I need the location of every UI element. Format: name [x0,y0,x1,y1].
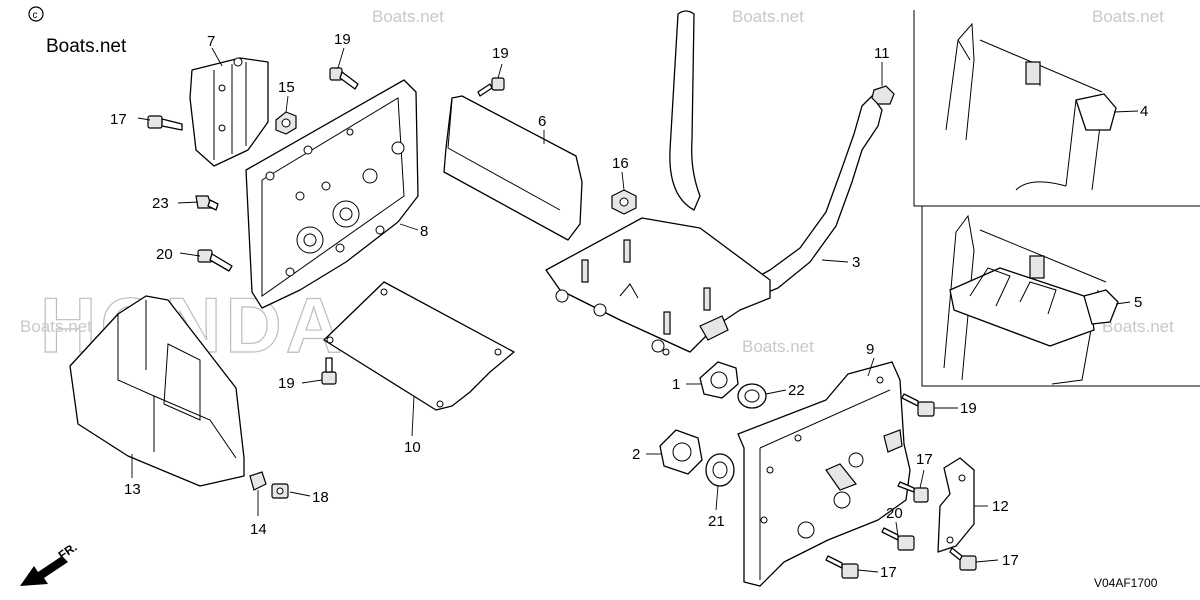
callout-15[interactable]: 15 [278,79,295,96]
part-2-bushing[interactable] [659,429,703,475]
callout-8[interactable]: 8 [420,223,428,240]
part-11-nut[interactable] [871,85,895,105]
callout-5[interactable]: 5 [1134,294,1142,311]
watermark-text: Boats.net [1092,7,1164,26]
part-20-bolt[interactable] [881,527,915,551]
callout-19[interactable]: 19 [278,375,295,392]
callout-14[interactable]: 14 [250,521,267,538]
part-9-side-plate[interactable] [737,361,911,587]
watermark-text: Boats.net [742,337,814,356]
callout-17[interactable]: 17 [1002,552,1019,569]
part-4-handle-frame[interactable] [945,22,1117,191]
inset-assembly-box [913,10,1200,387]
callout-19[interactable]: 19 [334,31,351,48]
part-12-bracket[interactable] [937,457,975,553]
part-15-nut[interactable] [275,111,297,135]
part-17-bolt[interactable] [825,555,859,579]
callout-7[interactable]: 7 [207,33,215,50]
watermark-text: Boats.net [372,7,444,26]
callout-20[interactable]: 20 [886,505,903,522]
callout-10[interactable]: 10 [404,439,421,456]
copyright-icon [28,6,44,22]
part-8-side-plate[interactable] [245,79,419,309]
callout-1[interactable]: 1 [672,376,680,393]
callout-labels: 7 19 15 17 23 20 8 19 6 19 10 13 14 18 1… [110,31,1148,581]
callout-13[interactable]: 13 [124,481,141,498]
part-10-base-plate[interactable] [323,281,515,411]
leader-lines [131,47,1139,573]
part-1-bushing[interactable] [699,361,739,399]
callout-9[interactable]: 9 [866,341,874,358]
part-6-cover-plate[interactable] [443,95,583,241]
part-3-handle[interactable] [545,10,883,356]
callout-11[interactable]: 11 [874,45,890,62]
part-18-bolt[interactable] [271,483,289,499]
callout-22[interactable]: 22 [788,382,805,399]
callout-19[interactable]: 19 [492,45,509,62]
part-5-handle-frame[interactable] [943,214,1119,385]
part-17-bolt[interactable] [897,481,929,503]
callout-20[interactable]: 20 [156,246,173,263]
callout-19[interactable]: 19 [960,400,977,417]
part-14-collar[interactable] [249,471,267,491]
callout-21[interactable]: 21 [708,513,725,530]
part-19-bolt[interactable] [477,77,505,97]
callout-17[interactable]: 17 [880,564,897,581]
part-23-pin[interactable] [195,195,219,211]
watermark-text: Boats.net [1102,317,1174,336]
part-19-bolt[interactable] [901,393,935,417]
callout-12[interactable]: 12 [992,498,1009,515]
callout-2[interactable]: 2 [632,446,640,463]
callout-6[interactable]: 6 [538,113,546,130]
part-17-bolt[interactable] [949,547,977,571]
callout-17[interactable]: 17 [110,111,127,128]
part-20-bolt[interactable] [197,249,233,272]
part-19-bolt[interactable] [329,67,359,90]
callout-4[interactable]: 4 [1140,103,1148,120]
part-17-bolt[interactable] [147,115,183,131]
callout-18[interactable]: 18 [312,489,329,506]
part-19-bolt[interactable] [321,357,337,385]
watermark-text: Boats.net [732,7,804,26]
callout-16[interactable]: 16 [612,155,629,172]
part-13-cover[interactable] [69,295,245,487]
callout-23[interactable]: 23 [152,195,169,212]
arrow-icon [20,556,68,586]
brand-logo: c Boats.net [28,6,127,57]
part-7-bracket[interactable] [189,57,269,167]
watermark-text: Boats.net [20,317,92,336]
part-21-bearing[interactable] [705,453,735,487]
callout-17[interactable]: 17 [916,451,933,468]
part-22-bearing[interactable] [737,383,767,409]
svg-text:c: c [33,10,38,21]
front-direction-indicator: FR. [20,540,80,586]
brand-text: Boats.net [46,36,127,57]
part-16-nut[interactable] [611,189,637,215]
diagram-code: V04AF1700 [1094,576,1158,590]
callout-3[interactable]: 3 [852,254,860,271]
